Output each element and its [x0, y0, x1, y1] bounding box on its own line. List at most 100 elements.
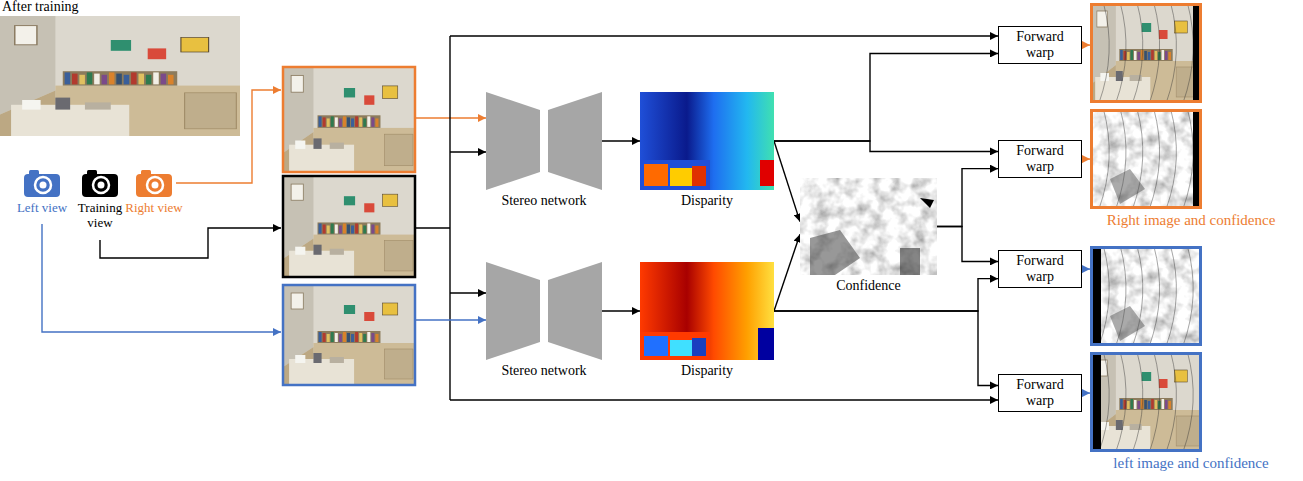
output-image [1149, 109, 1159, 209]
flow-arrow [1082, 392, 1090, 393]
view-thumbnail [355, 223, 358, 233]
disparity-node: Disparity [640, 262, 774, 379]
view-thumbnail [323, 333, 326, 342]
view-thumbnail [371, 224, 374, 233]
scene-photo [22, 100, 40, 110]
view-thumbnail [375, 225, 378, 233]
network-symbol [548, 92, 602, 190]
view-thumbnail [283, 176, 415, 277]
view-thumbnail [371, 117, 374, 126]
camera-icon [29, 170, 39, 176]
view-thumbnail [363, 118, 366, 126]
output-image [1148, 401, 1151, 409]
output-image [1168, 52, 1171, 60]
view-thumbnail [319, 332, 322, 342]
output-image [1183, 246, 1193, 346]
output-image [1159, 379, 1168, 388]
image-wire [415, 227, 450, 228]
node-label: Right view [121, 201, 187, 216]
view-thumbnail [295, 355, 305, 363]
view-thumbnail [347, 224, 350, 233]
view-thumbnail [327, 334, 330, 342]
output-image [1090, 352, 1202, 452]
flow-arrow [1082, 44, 1090, 45]
output-image [1168, 401, 1171, 409]
view-thumbnail [351, 334, 354, 342]
scene-photo [161, 74, 167, 85]
view-thumbnail [364, 95, 374, 104]
output-image [1134, 51, 1137, 60]
output-image [1116, 71, 1123, 81]
output-image [1090, 109, 1202, 209]
output-image [1119, 398, 1172, 410]
process-box: Forward warp [998, 140, 1082, 178]
view-thumbnail [335, 224, 338, 233]
view-thumbnail [331, 116, 334, 127]
view-thumbnail [359, 333, 362, 342]
image-wire [449, 36, 450, 400]
view-thumbnail [363, 225, 366, 233]
view-thumbnail [344, 305, 355, 314]
view-thumbnail [283, 176, 415, 277]
view-thumbnail [339, 334, 342, 342]
view-thumbnail [283, 285, 415, 385]
output-image [1119, 49, 1172, 61]
network-symbol [486, 262, 540, 360]
view-thumbnail [283, 176, 415, 277]
disparity-map [640, 332, 710, 360]
view-thumbnail [367, 332, 370, 342]
view-thumbnail [313, 245, 321, 255]
output-image [1151, 50, 1154, 60]
disparity-map [670, 340, 692, 356]
output-image [1166, 246, 1176, 346]
output-image [1142, 23, 1151, 32]
confidence-map [810, 230, 860, 275]
output-image [1099, 3, 1109, 103]
view-thumbnail [375, 118, 378, 126]
scene-photo [116, 74, 122, 85]
output-image [1183, 3, 1193, 103]
view-thumbnail [383, 194, 398, 206]
disparity-node: Disparity [640, 92, 774, 209]
view-thumbnail [323, 224, 326, 233]
scene-photo [138, 74, 144, 85]
image-wire [176, 90, 281, 183]
flow-arrow [937, 227, 998, 262]
scene-photo [148, 48, 166, 59]
scene-photo [168, 75, 174, 85]
camera-icon [35, 177, 51, 193]
output-image [1165, 51, 1168, 60]
view-thumbnail [283, 67, 415, 172]
output-image [1130, 399, 1133, 409]
view-thumbnail [359, 117, 362, 126]
view-thumbnail [319, 223, 322, 233]
output-image [1090, 3, 1202, 103]
view-thumbnail [371, 333, 374, 342]
disparity-map [644, 336, 668, 356]
output-image [1166, 109, 1176, 209]
view-thumbnail [313, 353, 321, 363]
output-image [1090, 352, 1202, 452]
camera-icon [134, 168, 174, 198]
scene-photo [146, 75, 152, 85]
view-thumbnail [355, 116, 358, 127]
view-thumbnail [291, 75, 303, 92]
output-image [1130, 50, 1133, 60]
view-thumbnail [330, 357, 344, 363]
view-thumbnail [330, 143, 344, 149]
view-thumbnail [359, 224, 362, 233]
output-image [1090, 3, 1202, 103]
output-image [1149, 3, 1159, 103]
output-image [1149, 352, 1159, 452]
camera-icon [24, 174, 60, 197]
node-label: Training view [74, 201, 126, 231]
camera-icon [22, 168, 62, 198]
output-image [1137, 52, 1140, 60]
image-wire [42, 224, 281, 332]
view-thumbnail [283, 285, 415, 385]
image-wire [450, 399, 998, 400]
view-thumbnail [331, 332, 334, 342]
view-thumbnail [351, 225, 354, 233]
view-thumbnail [383, 86, 398, 99]
